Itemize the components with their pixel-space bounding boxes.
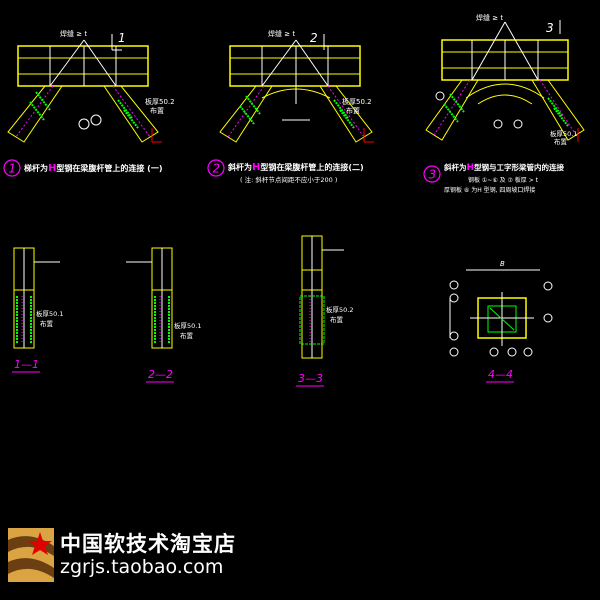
- detail-3-cut-label: 3: [546, 21, 554, 35]
- section-2-2-drawing: 板厚50.1 布置 2—2: [126, 247, 201, 383]
- detail-2-plate-note: 板厚50.2: [342, 97, 372, 106]
- detail-1-cut-label: 1: [118, 31, 126, 45]
- watermark-url: zgrjs.taobao.com: [60, 556, 224, 578]
- detail-2-weld-note: 焊缝 ≥ t: [268, 29, 295, 38]
- detail-2-cut-label: 2: [310, 31, 318, 45]
- watermark-title: 中国软技术淘宝店: [60, 532, 236, 556]
- detail-1-plate-note: 板厚50.2: [145, 97, 175, 106]
- detail-2-number: 2: [213, 162, 221, 176]
- detail-1-arrange-note: 布置: [150, 106, 164, 115]
- section-2-2-plate-note: 板厚50.1: [174, 321, 201, 330]
- detail-2-title: 斜杆为H型钢在梁腹杆管上的连接(二): [227, 162, 364, 173]
- watermark-logo: [8, 528, 54, 582]
- detail-2-note: ( 注: 斜杆节点间距不应小于200 ): [240, 175, 337, 184]
- section-1-1-plate-note: 板厚50.1: [36, 309, 63, 318]
- section-4-4-label: 4—4: [488, 368, 513, 381]
- detail-3-note-1: 钢板 ①~⑥ 及 ⑦ 板厚 > t: [468, 176, 539, 184]
- detail-2-number-circle: [207, 159, 225, 177]
- section-3-3-label: 3—3: [298, 372, 323, 385]
- detail-2-drawing: 2 焊缝 ≥ t 板厚50.2 布置 2 斜杆为H型钢在梁腹杆管上的连接(二) …: [207, 29, 374, 184]
- detail-3-drawing: 3 焊缝 ≥ t 板厚50.1 布置 3 斜杆为H型钢与工字形梁管内的连接 钢板…: [423, 13, 585, 194]
- detail-3-number: 3: [429, 168, 437, 182]
- detail-3-plate-note: 板厚50.1: [550, 129, 577, 138]
- detail-1-title: 梯杆为H型钢在梁腹杆管上的连接 (一): [24, 163, 162, 174]
- detail-3-arrange-note: 布置: [554, 137, 568, 146]
- detail-1-number: 1: [9, 162, 17, 176]
- section-3-3-arrange-note: 布置: [330, 315, 344, 324]
- section-3-3-drawing: 板厚50.2 布置 3—3: [296, 235, 353, 387]
- detail-1-number-circle: [3, 159, 21, 177]
- detail-2-arrange-note: 布置: [346, 106, 360, 115]
- section-3-3-plate-note: 板厚50.2: [326, 305, 353, 314]
- detail-3-title: 斜杆为H型钢与工字形梁管内的连接: [443, 162, 565, 173]
- detail-3-note-2: 厚钢板 ⑧ 为H 型钢, 四周坡口焊接: [444, 186, 535, 194]
- section-1-1-label: 1—1: [14, 358, 39, 371]
- section-1-1-arrange-note: 布置: [40, 319, 54, 328]
- section-2-2-arrange-note: 布置: [180, 331, 194, 340]
- section-1-1-drawing: 板厚50.1 布置 1—1: [12, 247, 63, 373]
- section-4-4-drawing: B 4—4: [449, 260, 553, 383]
- detail-3-number-circle: [423, 165, 441, 183]
- detail-1-weld-note: 焊缝 ≥ t: [60, 29, 87, 38]
- detail-1-drawing: 1 焊缝 ≥ t 板厚50.2 布置 1 梯杆为H型钢在梁腹杆管上的连接 (一): [3, 29, 175, 177]
- detail-3-weld-note: 焊缝 ≥ t: [476, 13, 503, 22]
- section-4-4-dim-b: B: [500, 260, 505, 268]
- section-2-2-label: 2—2: [148, 368, 173, 381]
